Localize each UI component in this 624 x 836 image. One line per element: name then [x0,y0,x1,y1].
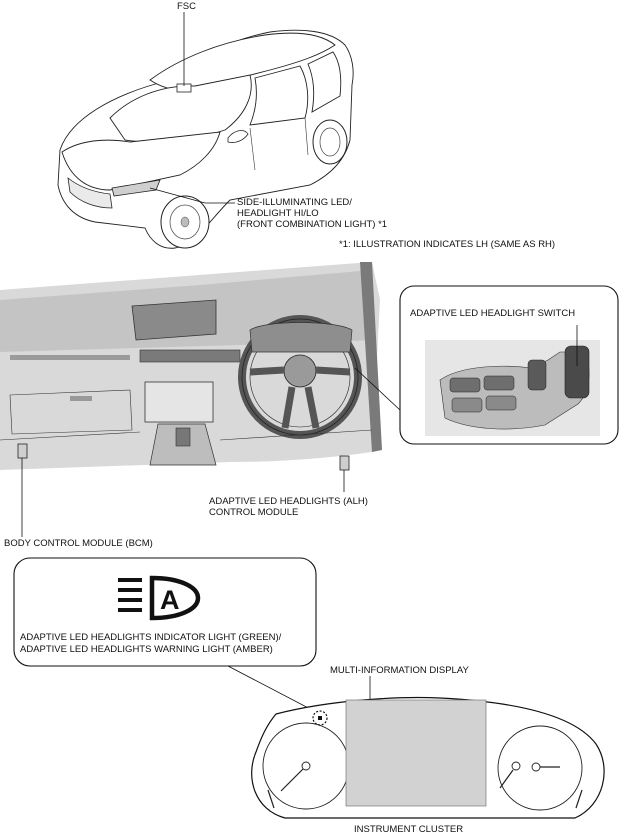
bcm-label: BODY CONTROL MODULE (BCM) [4,538,153,549]
adaptive-led-headlight-icon: A [118,575,201,621]
indicator-letter: A [160,585,180,615]
instrument-cluster [251,696,605,819]
indicator-label-line1: ADAPTIVE LED HEADLIGHTS INDICATOR LIGHT … [20,632,282,643]
side-led-label-line3: (FRONT COMBINATION LIGHT) *1 [237,219,387,230]
bcm-module [17,443,28,459]
vehicle-illustration [57,29,354,249]
fsc-label: FSC [177,1,196,12]
mid-label: MULTI-INFORMATION DISPLAY [330,665,469,676]
alh-label-line1: ADAPTIVE LED HEADLIGHTS (ALH) [209,496,368,507]
cluster-label: INSTRUMENT CLUSTER [354,824,463,835]
steering-switch-illustration [425,325,600,436]
indicator-label-line2: ADAPTIVE LED HEADLIGHTS WARNING LIGHT (A… [20,644,273,655]
indicator-callout-box [13,557,317,667]
side-led-label-line2: HEADLIGHT HI/LO [237,208,319,219]
alh-label-line2: CONTROL MODULE [209,507,298,518]
switch-callout-title: ADAPTIVE LED HEADLIGHT SWITCH [410,308,575,319]
footnote-text: *1: ILLUSTRATION INDICATES LH (SAME AS R… [339,239,555,250]
indicator-location-marker [312,710,328,726]
multi-information-display [345,699,487,807]
alh-module [339,455,350,471]
dashboard-illustration [0,262,382,470]
side-led-label-line1: SIDE-ILLUMINATING LED/ [237,197,352,208]
